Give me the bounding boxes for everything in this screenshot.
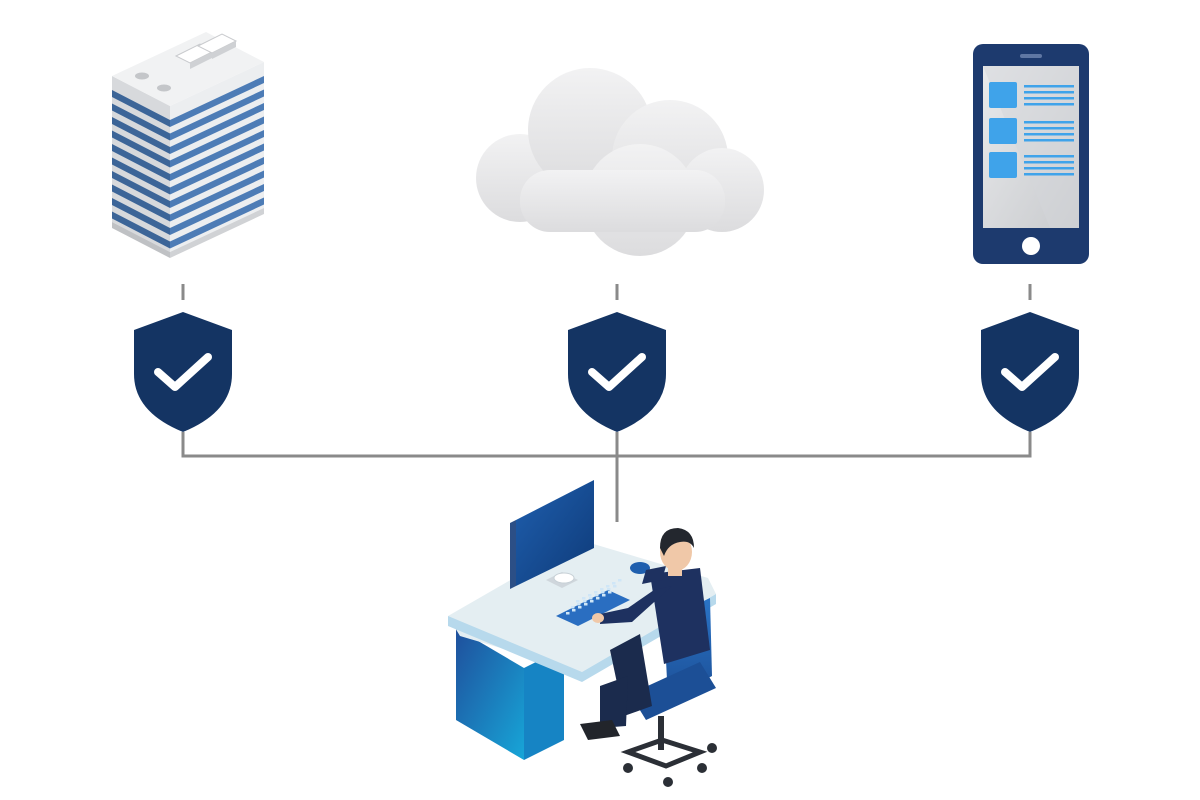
person-at-desk-icon xyxy=(448,480,717,787)
phone-app-tile-icon xyxy=(989,118,1017,144)
checkmark-icon xyxy=(1001,353,1059,391)
smartphone-icon xyxy=(973,44,1089,264)
phone-app-tile-icon xyxy=(989,82,1017,108)
checkmark-icon xyxy=(154,353,212,391)
checkmark-icon xyxy=(588,353,646,391)
phone-app-tile-icon xyxy=(989,152,1017,178)
server-building-icon xyxy=(112,32,264,258)
shield-check-icon xyxy=(568,312,666,432)
cloud-icon xyxy=(476,68,764,256)
shield-check-icon xyxy=(134,312,232,432)
connector-lines xyxy=(181,284,1032,522)
shield-check-icon xyxy=(981,312,1079,432)
connector-bus xyxy=(181,432,1032,458)
